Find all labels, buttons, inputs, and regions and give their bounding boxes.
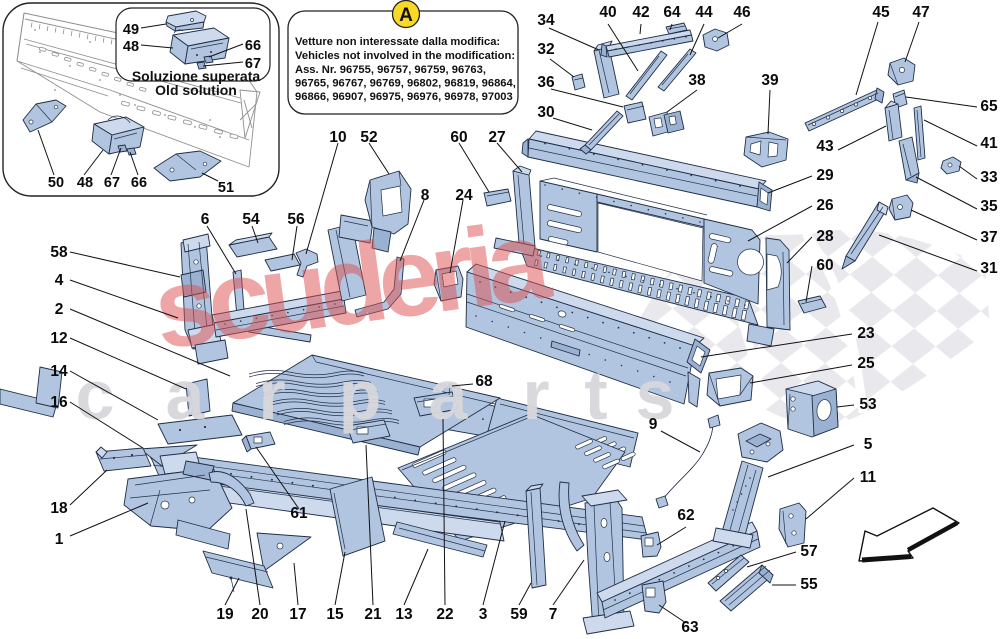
svg-text:t: t: [584, 356, 607, 434]
svg-text:1: 1: [55, 531, 64, 548]
svg-text:16: 16: [50, 394, 68, 411]
svg-text:25: 25: [857, 355, 875, 372]
svg-text:66: 66: [131, 175, 147, 191]
svg-text:40: 40: [599, 4, 616, 21]
svg-text:43: 43: [816, 138, 834, 155]
svg-text:19: 19: [216, 606, 234, 623]
svg-text:44: 44: [695, 4, 713, 21]
svg-text:34: 34: [537, 12, 555, 29]
svg-text:42: 42: [632, 4, 649, 21]
svg-text:31: 31: [980, 260, 998, 277]
svg-text:55: 55: [800, 576, 818, 593]
svg-text:A: A: [399, 5, 413, 26]
svg-text:2: 2: [55, 301, 64, 318]
svg-text:57: 57: [800, 543, 817, 560]
svg-text:30: 30: [537, 104, 554, 121]
svg-text:54: 54: [242, 211, 260, 228]
svg-text:56: 56: [287, 211, 305, 228]
svg-text:24: 24: [455, 187, 473, 204]
svg-text:4: 4: [55, 272, 64, 289]
svg-text:53: 53: [859, 396, 877, 413]
svg-text:5: 5: [864, 436, 873, 453]
svg-text:p: p: [339, 356, 382, 434]
svg-text:64: 64: [663, 4, 681, 21]
svg-text:s: s: [636, 356, 675, 434]
svg-text:48: 48: [123, 39, 139, 55]
svg-text:67: 67: [245, 56, 261, 72]
svg-text:Soluzione superata: Soluzione superata: [132, 68, 261, 84]
svg-text:59: 59: [510, 606, 528, 623]
svg-text:50: 50: [48, 175, 64, 191]
svg-text:35: 35: [980, 198, 998, 215]
svg-text:41: 41: [980, 135, 998, 152]
svg-text:96866, 96907, 96975, 96976, 96: 96866, 96907, 96975, 96976, 96978, 97003: [295, 91, 513, 103]
svg-text:96765, 96767, 96769, 96802, 96: 96765, 96767, 96769, 96802, 96819, 96864…: [295, 78, 516, 90]
svg-text:Old solution: Old solution: [155, 82, 237, 98]
svg-text:r: r: [258, 356, 285, 434]
svg-text:c: c: [76, 356, 115, 434]
svg-text:39: 39: [761, 72, 779, 89]
svg-text:18: 18: [50, 500, 68, 517]
svg-text:10: 10: [329, 129, 346, 146]
svg-text:58: 58: [50, 244, 68, 261]
svg-text:52: 52: [360, 129, 377, 146]
svg-text:Vetture non interessate dalla: Vetture non interessate dalla modifica:: [295, 36, 500, 48]
svg-text:67: 67: [104, 175, 120, 191]
svg-text:48: 48: [77, 175, 93, 191]
svg-text:14: 14: [50, 363, 68, 380]
svg-text:38: 38: [688, 72, 706, 89]
svg-text:9: 9: [649, 416, 658, 433]
svg-text:a: a: [429, 356, 469, 434]
svg-text:r: r: [522, 356, 549, 434]
svg-text:32: 32: [537, 41, 554, 58]
svg-text:12: 12: [50, 330, 67, 347]
svg-text:62: 62: [677, 507, 694, 524]
svg-text:17: 17: [289, 606, 306, 623]
svg-text:Vehicles not involved in the m: Vehicles not involved in the modificatio…: [295, 50, 515, 62]
svg-text:6: 6: [201, 211, 210, 228]
svg-text:61: 61: [290, 505, 308, 522]
svg-text:21: 21: [364, 606, 382, 623]
svg-text:a: a: [166, 356, 206, 434]
svg-text:Ass. Nr. 96755, 96757, 96759,: Ass. Nr. 96755, 96757, 96759, 96763,: [295, 64, 486, 76]
svg-text:20: 20: [251, 606, 268, 623]
svg-text:60: 60: [450, 129, 467, 146]
svg-text:7: 7: [549, 606, 558, 623]
svg-text:49: 49: [123, 22, 139, 38]
svg-text:15: 15: [326, 606, 344, 623]
svg-text:65: 65: [980, 98, 998, 115]
svg-text:13: 13: [395, 606, 413, 623]
svg-text:63: 63: [681, 619, 699, 636]
svg-text:11: 11: [860, 469, 877, 486]
svg-text:27: 27: [488, 129, 505, 146]
svg-text:66: 66: [245, 38, 261, 54]
svg-text:33: 33: [980, 169, 998, 186]
svg-text:45: 45: [872, 4, 890, 21]
svg-text:68: 68: [475, 373, 493, 390]
svg-text:3: 3: [479, 606, 488, 623]
svg-text:51: 51: [218, 180, 234, 196]
svg-text:26: 26: [816, 197, 834, 214]
svg-text:60: 60: [816, 257, 833, 274]
svg-text:46: 46: [733, 4, 751, 21]
svg-text:23: 23: [857, 325, 875, 342]
svg-text:22: 22: [436, 606, 453, 623]
svg-text:37: 37: [980, 229, 997, 246]
svg-text:28: 28: [816, 228, 834, 245]
svg-text:29: 29: [816, 167, 834, 184]
svg-text:36: 36: [537, 74, 555, 91]
svg-text:47: 47: [912, 4, 929, 21]
svg-text:8: 8: [421, 187, 430, 204]
